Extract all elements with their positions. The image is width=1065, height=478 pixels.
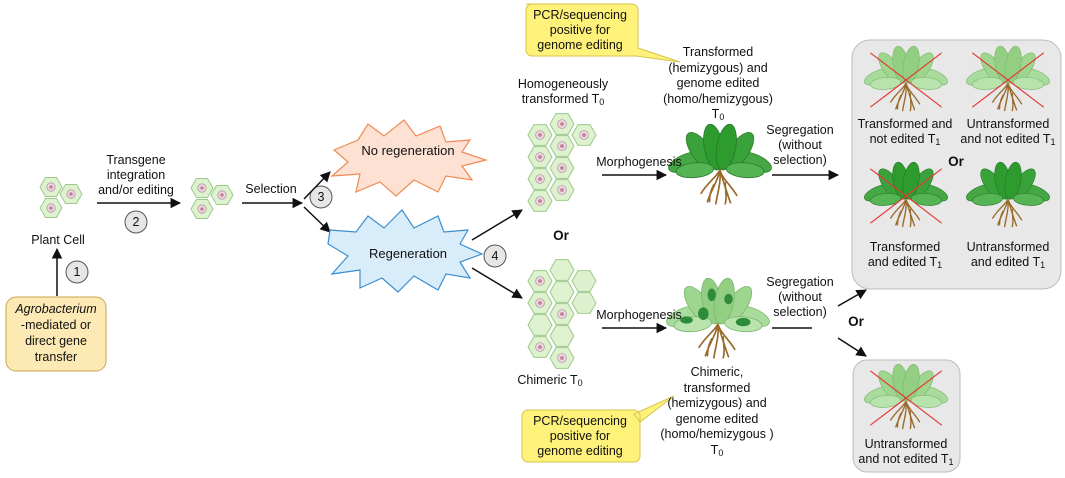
step-1-circle — [65, 260, 89, 284]
pcr-callout-top — [525, 3, 681, 63]
t0-plant-chimeric — [664, 277, 772, 358]
step-3-number: 3 — [317, 190, 325, 204]
arrow-to-regeneration — [303, 206, 331, 233]
segregation-label-bottom: Segregation (without selection) — [766, 275, 834, 319]
no-regeneration-burst — [330, 119, 489, 197]
agrobacterium-line-2: direct gene — [25, 334, 87, 348]
pcr-label-top: PCR/sequencing positive for genome editi… — [533, 8, 627, 52]
edited-cell-cluster — [190, 178, 234, 219]
t1-label-bottom: Untransformed and not edited T1 — [858, 437, 954, 467]
top-plant-description: Transformed (hemizygous) and genome edit… — [663, 45, 773, 122]
step-1-number: 1 — [73, 265, 81, 279]
agrobacterium-italic: Agrobacterium — [15, 302, 97, 316]
bottom-plant-description: Chimeric, transformed (hemizygous) and g… — [660, 365, 774, 458]
arrow-to-homogeneous — [471, 209, 523, 241]
step-2-circle — [124, 210, 148, 234]
plant-cell-cluster — [39, 177, 83, 218]
homogeneous-label: Homogeneously transformed T0 — [517, 77, 609, 107]
agrobacterium-box — [5, 296, 107, 372]
step-3-circle — [309, 185, 333, 209]
step-2-number: 2 — [132, 215, 140, 229]
t1-label-br: Untransformed and edited T1 — [966, 240, 1050, 270]
homogeneous-t0-cells — [527, 113, 597, 212]
agrobacterium-line-3: transfer — [34, 350, 78, 364]
arrow-to-no-regeneration — [303, 171, 331, 200]
plant-cell-label: Plant Cell — [31, 233, 85, 247]
step-4-number: 4 — [491, 249, 499, 263]
regeneration-burst — [327, 209, 484, 293]
arrow-to-chimeric — [471, 267, 523, 299]
chimeric-t0-label: Chimeric T0 — [517, 373, 583, 388]
or-label-right: Or — [848, 314, 864, 329]
chimeric-t0-cells — [527, 259, 597, 369]
morphogenesis-label-bottom: Morphogenesis — [596, 308, 682, 322]
arrow-to-t1-bottom — [837, 337, 867, 357]
t1-label-tl: Transformed and not edited T1 — [857, 117, 953, 147]
transgene-label: Transgene integration and/or editing — [98, 153, 174, 197]
segregation-label-top: Segregation (without selection) — [766, 123, 834, 167]
no-regeneration-label: No regeneration — [361, 143, 455, 158]
or-label-panel: Or — [948, 154, 964, 169]
t1-label-bl: Transformed and edited T1 — [867, 240, 943, 270]
step-4-circle — [483, 244, 507, 268]
or-label-middle: Or — [553, 228, 569, 243]
agrobacterium-line-1: -mediated or — [20, 318, 92, 332]
pcr-label-bottom: PCR/sequencing positive for genome editi… — [533, 414, 627, 458]
agrobacterium-label: Agrobacterium -mediated or direct gene t… — [6, 301, 106, 365]
pcr-callout-bottom — [521, 395, 675, 463]
t1-label-tr: Untransformed and not edited T1 — [960, 117, 1056, 147]
morphogenesis-label-top: Morphogenesis — [596, 155, 682, 169]
arrow-to-t1-box — [837, 289, 867, 307]
regeneration-label: Regeneration — [368, 246, 448, 261]
selection-label: Selection — [245, 182, 297, 196]
